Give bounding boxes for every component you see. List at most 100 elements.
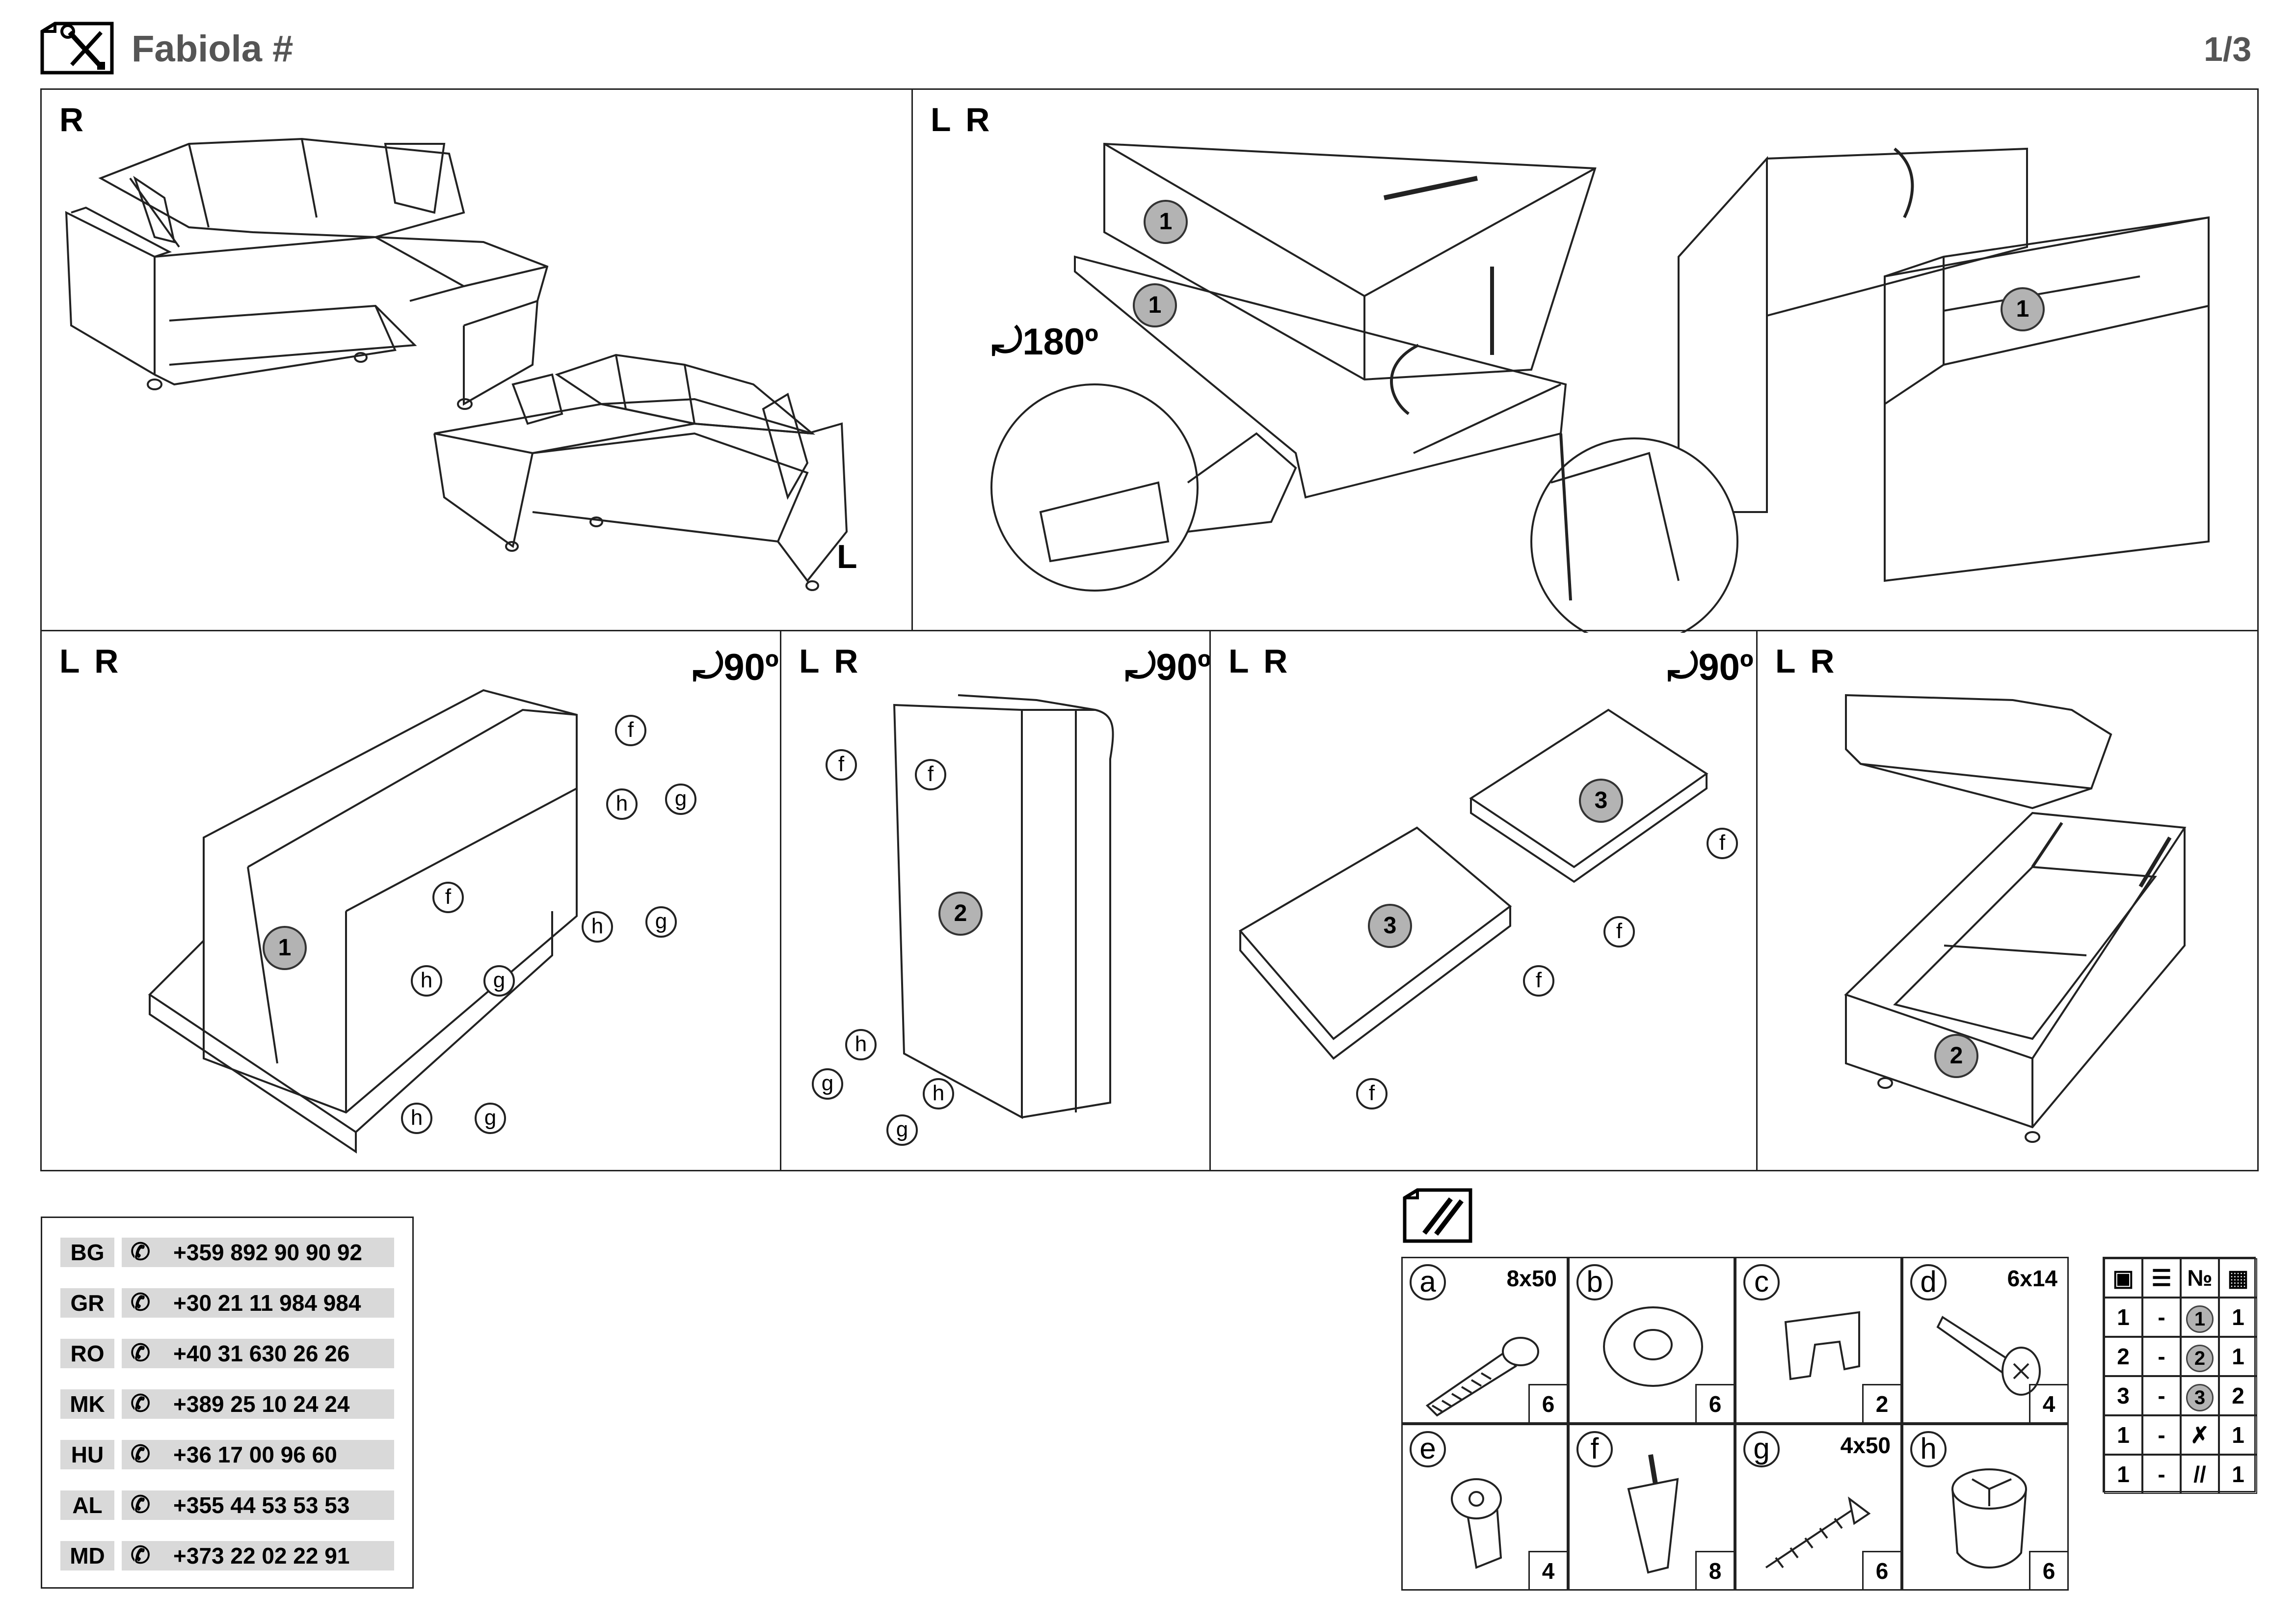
item-quantity: 8 (1695, 1551, 1734, 1589)
part-badge: 2 (1934, 1034, 1978, 1078)
item-letter: c (1743, 1264, 1780, 1300)
panel-label: L R (1775, 643, 1838, 680)
phone-row: AL ✆+355 44 53 53 53 (60, 1490, 394, 1520)
fitting-g-label: g (812, 1068, 843, 1100)
leg-icon (1627, 1454, 1679, 1574)
fitting-f-label: f (915, 759, 946, 790)
panel-lid-removal: L R ⤾180º 1 1 (911, 88, 2259, 633)
hardware-icon: // (2181, 1455, 2219, 1494)
phone-icon: ✆ (131, 1340, 151, 1366)
separator: - (2142, 1455, 2181, 1494)
item-quantity: 6 (2029, 1551, 2067, 1589)
rotate-icon: ⤾ (1125, 647, 1156, 688)
fitting-f-label: f (1603, 916, 1635, 947)
fitting-h-label: h (401, 1103, 432, 1134)
item-letter: h (1910, 1431, 1947, 1467)
part-quantity: 2 (2219, 1376, 2257, 1415)
hardware-item-c: c 2 (1735, 1257, 1902, 1424)
phone-row: HU ✆+36 17 00 96 60 (60, 1440, 394, 1469)
phone-number-field: ✆+373 22 02 22 91 (122, 1541, 394, 1570)
phone-number-field: ✆+36 17 00 96 60 (122, 1440, 394, 1469)
panel-storage-box: L R 2 (1756, 630, 2259, 1171)
item-letter: g (1743, 1431, 1780, 1467)
phone-icon: ✆ (131, 1492, 151, 1518)
hardware-grid: a 8x50 6 b 6 c 2 d 6x14 (1401, 1257, 2069, 1591)
item-size: 4x50 (1840, 1433, 1891, 1458)
country-code: HU (60, 1440, 114, 1469)
rotation-label: ⤾180º (991, 321, 1098, 363)
country-code: GR (60, 1288, 114, 1318)
phone-row: RO ✆+40 31 630 26 26 (60, 1339, 394, 1368)
item-size: 6x14 (2007, 1266, 2057, 1291)
country-code: RO (60, 1339, 114, 1368)
panel-label: L R (931, 101, 993, 138)
item-quantity: 4 (1528, 1551, 1567, 1589)
phone-icon: ✆ (131, 1441, 151, 1467)
nut-icon (1451, 1478, 1502, 1569)
tools-icon: ✗ (2181, 1415, 2219, 1455)
parts-count-table: ▣ ☰ № ▦ 1 - 1 1 2 - 2 1 3 - 3 2 1 - ✗ 1 … (2103, 1257, 2257, 1494)
phone-row: BG ✆+359 892 90 90 92 (60, 1238, 394, 1267)
package-count: 1 (2104, 1455, 2142, 1494)
fitting-f-label: f (1356, 1078, 1388, 1110)
panel-cushion-legs: L R ⤾90º 3 3 f f f f (1209, 630, 1758, 1171)
hardware-item-a: a 8x50 6 (1401, 1257, 1568, 1424)
grid-icon: ▦ (2219, 1258, 2257, 1298)
hardware-item-b: b 6 (1568, 1257, 1735, 1424)
phone-icon: ✆ (131, 1290, 151, 1316)
panel-label: L R (59, 643, 122, 680)
part-badge: 1 (263, 926, 307, 970)
fitting-f-label: f (615, 715, 646, 746)
part-quantity: 1 (2219, 1298, 2257, 1337)
panel-back-legs: L R ⤾90º 2 f f h g h g (780, 630, 1211, 1171)
fitting-f-label: f (1523, 965, 1554, 997)
header-number: № (2181, 1258, 2219, 1298)
foot-icon (1951, 1468, 2027, 1569)
separator: - (2142, 1415, 2181, 1455)
part-number: 1 (2181, 1298, 2219, 1337)
panel-chaise-legs: L R ⤾90º 1 f h g f h g h g h g (40, 630, 781, 1171)
wood-screw-icon (1765, 1496, 1871, 1569)
document-title: Fabiola # (132, 28, 294, 70)
phone-number-field: ✆+30 21 11 984 984 (122, 1288, 394, 1318)
lid-illustration (990, 142, 2210, 633)
fitting-h-label: h (606, 788, 638, 820)
hardware-item-h: h 6 (1902, 1424, 2069, 1591)
phone-row: MD ✆+373 22 02 22 91 (60, 1541, 394, 1570)
service-phone-list: BG ✆+359 892 90 90 92 GR ✆+30 21 11 984 … (41, 1217, 414, 1589)
part-badge: 1 (1144, 200, 1188, 244)
rotate-icon: ⤾ (1667, 647, 1699, 688)
item-letter: b (1576, 1264, 1613, 1300)
item-quantity: 6 (1528, 1384, 1567, 1422)
rotation-label: ⤾90º (1125, 647, 1211, 688)
item-quantity: 4 (2029, 1384, 2067, 1422)
bracket-icon (1784, 1311, 1860, 1380)
package-count: 2 (2104, 1337, 2142, 1376)
country-code: AL (60, 1490, 114, 1520)
part-badge: 3 (1368, 904, 1412, 948)
phone-number-field: ✆+389 25 10 24 24 (122, 1389, 394, 1419)
fitting-g-label: g (645, 906, 677, 938)
back-illustration (893, 694, 1114, 1119)
item-letter: d (1910, 1264, 1947, 1300)
item-letter: e (1410, 1431, 1446, 1467)
part-quantity: 1 (2219, 1455, 2257, 1494)
fitting-h-label: h (411, 965, 442, 997)
package-count: 1 (2104, 1298, 2142, 1337)
item-letter: a (1410, 1264, 1446, 1300)
panel-label: L R (799, 643, 861, 680)
bolt-icon (1425, 1337, 1539, 1417)
part-number: 3 (2181, 1376, 2219, 1415)
page-number: 1/3 (2204, 30, 2252, 68)
panel-label: R (59, 101, 87, 138)
phone-icon: ✆ (131, 1391, 151, 1417)
panel-sofa-orientation: R L (40, 88, 913, 631)
fitting-g-label: g (483, 965, 515, 997)
part-badge: 1 (1133, 283, 1177, 327)
part-badge: 2 (938, 892, 983, 936)
phone-number-field: ✆+40 31 630 26 26 (122, 1339, 394, 1368)
item-quantity: 6 (1695, 1384, 1734, 1422)
package-count: 3 (2104, 1376, 2142, 1415)
fitting-h-label: h (845, 1029, 877, 1060)
country-code: BG (60, 1238, 114, 1267)
